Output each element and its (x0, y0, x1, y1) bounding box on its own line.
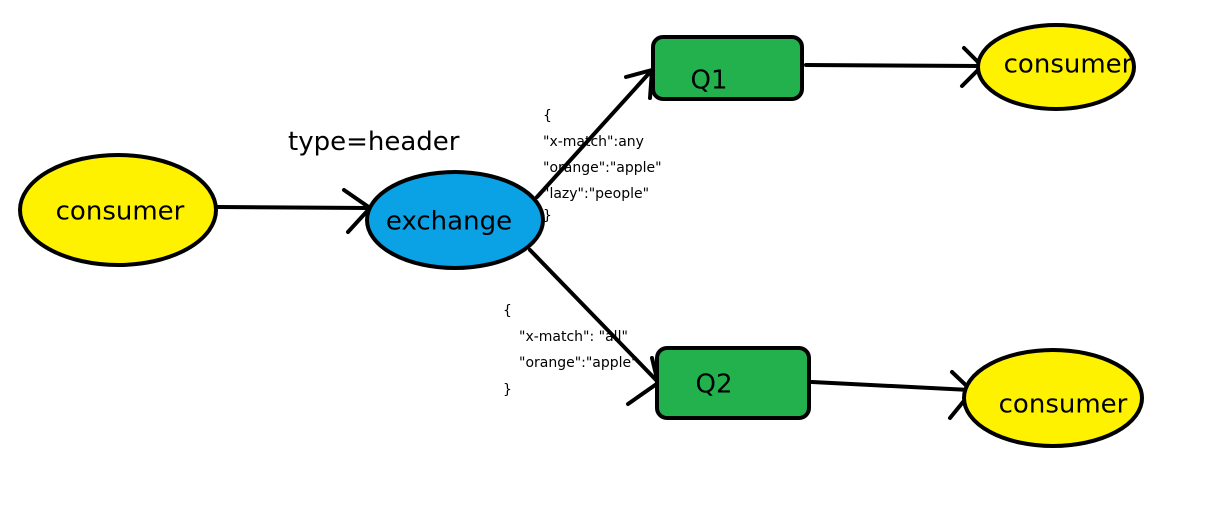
exchange-label: exchange (386, 207, 512, 237)
binding-q1-line: "lazy":"people" (543, 186, 649, 202)
binding-q1-line: "orange":"apple" (543, 160, 662, 176)
arrow-q2-to-consumer2 (810, 370, 975, 420)
binding-q2: { "x-match": "all" "orange":"apple" } (503, 303, 638, 398)
binding-q1-line: } (543, 208, 552, 224)
producer-node: consumer (18, 153, 218, 267)
queue-q2-box (655, 346, 811, 420)
producer-ellipse (18, 153, 218, 267)
arrow-producer-to-exchange (216, 188, 374, 234)
queue-q1-node: Q1 (651, 35, 804, 101)
consumer2-label: consumer (999, 390, 1128, 420)
consumer1-node: consumer (976, 23, 1136, 111)
queue-q1-box (651, 35, 804, 101)
binding-q1-line: "x-match":any (543, 134, 644, 150)
binding-q1-line: { (543, 108, 552, 124)
binding-q2-line: { (503, 303, 512, 319)
consumer2-ellipse (962, 348, 1144, 448)
arrow-q1-to-consumer1 (804, 46, 985, 88)
binding-q2-line: } (503, 382, 512, 398)
queue-q2-node: Q2 (655, 346, 811, 420)
binding-q2-line: "x-match": "all" (519, 329, 628, 345)
queue-q2-label: Q2 (695, 370, 732, 400)
arrow-exchange-to-q2 (528, 248, 661, 406)
binding-q2-line: "orange":"apple" (519, 355, 638, 371)
binding-q1: { "x-match":any "orange":"apple" "lazy":… (543, 108, 662, 224)
consumer1-ellipse (976, 23, 1136, 111)
exchange-node: exchange (365, 170, 545, 270)
queue-q1-label: Q1 (690, 66, 727, 96)
consumer2-node: consumer (962, 348, 1144, 448)
producer-label: consumer (56, 197, 185, 227)
consumer1-label: consumer (1004, 50, 1133, 80)
exchange-ellipse (365, 170, 545, 270)
exchange-type-label: type=header (288, 127, 460, 157)
